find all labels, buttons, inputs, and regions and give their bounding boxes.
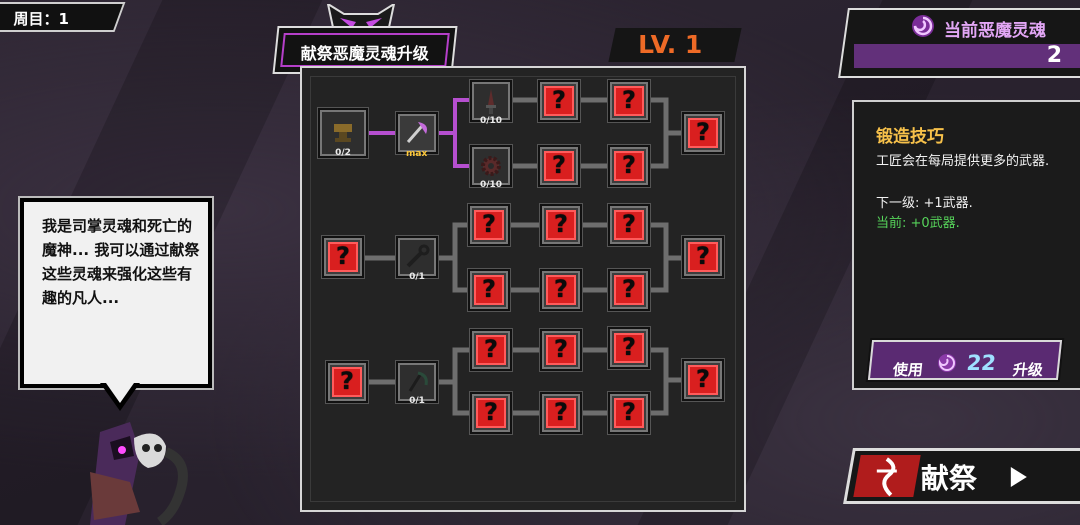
skill-node-gear[interactable] (470, 145, 512, 187)
chain-weapon-icon (406, 244, 430, 268)
soul-swirl-icon (912, 15, 934, 37)
locked-question-icon (614, 398, 644, 428)
locked-question-icon (474, 210, 504, 240)
weapon-axe-icon (406, 122, 427, 143)
locked-skill-node[interactable] (538, 145, 580, 187)
locked-skill-node[interactable] (608, 327, 650, 369)
locked-question-icon (614, 210, 644, 240)
sacrifice-rune-icon (876, 457, 897, 497)
locked-skill-node[interactable] (608, 392, 650, 434)
upgrade-action-label: 升级 (1012, 361, 1044, 379)
locked-question-icon (546, 398, 576, 428)
soul-currency-count: 2 (1046, 43, 1062, 68)
skill-current-value: 当前: +0武器. (876, 216, 960, 231)
locked-skill-node[interactable] (470, 329, 512, 371)
locked-skill-node[interactable] (682, 236, 724, 278)
skill-node-forging-technique[interactable] (396, 112, 438, 154)
node-count: 0/10 (479, 180, 503, 190)
sword-icon (486, 89, 496, 114)
locked-question-icon (614, 333, 644, 363)
soul-demon-character (90, 422, 188, 525)
upgrade-use-label: 使用 (892, 361, 924, 379)
locked-skill-node[interactable] (322, 236, 364, 278)
dialogue-bubble-tail (100, 383, 140, 411)
locked-skill-node[interactable] (540, 204, 582, 246)
locked-question-icon (688, 365, 718, 395)
skill-node-sword[interactable] (470, 80, 512, 122)
locked-question-icon (544, 151, 574, 181)
locked-skill-node[interactable] (682, 112, 724, 154)
node-count: 0/1 (409, 396, 425, 406)
upgrade-button[interactable]: 使用 22 升级 (867, 340, 1063, 380)
dialogue-bubble: 我是司掌灵魂和死亡的魔神... 我可以通过献祭这些灵魂来强化这些有趣的凡人... (20, 198, 212, 388)
node-count: 0/2 (335, 148, 351, 158)
locked-question-icon (476, 335, 506, 365)
locked-question-icon (688, 118, 718, 148)
locked-question-icon (614, 86, 644, 116)
scythe-icon (408, 371, 428, 392)
upgrade-cost: 22 (965, 351, 998, 375)
locked-skill-node[interactable] (608, 269, 650, 311)
node-count: 0/10 (479, 116, 503, 126)
locked-skill-node[interactable] (326, 361, 368, 403)
locked-question-icon (614, 275, 644, 305)
locked-skill-node[interactable] (468, 204, 510, 246)
locked-skill-node[interactable] (608, 80, 650, 122)
locked-question-icon (614, 151, 644, 181)
locked-skill-node[interactable] (608, 145, 650, 187)
locked-skill-node[interactable] (540, 269, 582, 311)
locked-question-icon (474, 275, 504, 305)
soul-currency-title: 当前恶魔灵魂 (944, 21, 1046, 41)
locked-question-icon (476, 398, 506, 428)
locked-question-icon (544, 86, 574, 116)
locked-question-icon (332, 367, 362, 397)
locked-skill-node[interactable] (682, 359, 724, 401)
node-max-label: max (406, 149, 428, 159)
locked-skill-node[interactable] (540, 329, 582, 371)
locked-skill-node[interactable] (470, 392, 512, 434)
skill-node-scythe[interactable] (396, 361, 438, 403)
locked-question-icon (546, 335, 576, 365)
locked-skill-node[interactable] (540, 392, 582, 434)
skill-title: 锻造技巧 (876, 127, 944, 147)
locked-question-icon (328, 242, 358, 272)
skill-next-level: 下一级: +1武器. (876, 196, 973, 211)
skill-description: 工匠会在每局提供更多的武器. (876, 154, 1050, 169)
skill-node-chain[interactable] (396, 236, 438, 278)
gear-icon (481, 156, 501, 176)
anvil-icon (334, 124, 352, 142)
locked-skill-node[interactable] (468, 269, 510, 311)
locked-question-icon (546, 275, 576, 305)
soul-swirl-icon (938, 354, 956, 372)
sacrifice-button[interactable]: 献祭 (843, 448, 1080, 504)
locked-question-icon (688, 242, 718, 272)
skill-node-anvil[interactable] (318, 108, 368, 158)
locked-question-icon (546, 210, 576, 240)
soul-currency-bar (854, 44, 1080, 68)
dialogue-text: 我是司掌灵魂和死亡的魔神... 我可以通过献祭这些灵魂来强化这些有趣的凡人... (42, 217, 200, 307)
play-arrow-icon (1010, 467, 1027, 487)
locked-skill-node[interactable] (608, 204, 650, 246)
node-count: 0/1 (409, 272, 425, 282)
sacrifice-label: 献祭 (920, 462, 977, 495)
locked-skill-node[interactable] (538, 80, 580, 122)
